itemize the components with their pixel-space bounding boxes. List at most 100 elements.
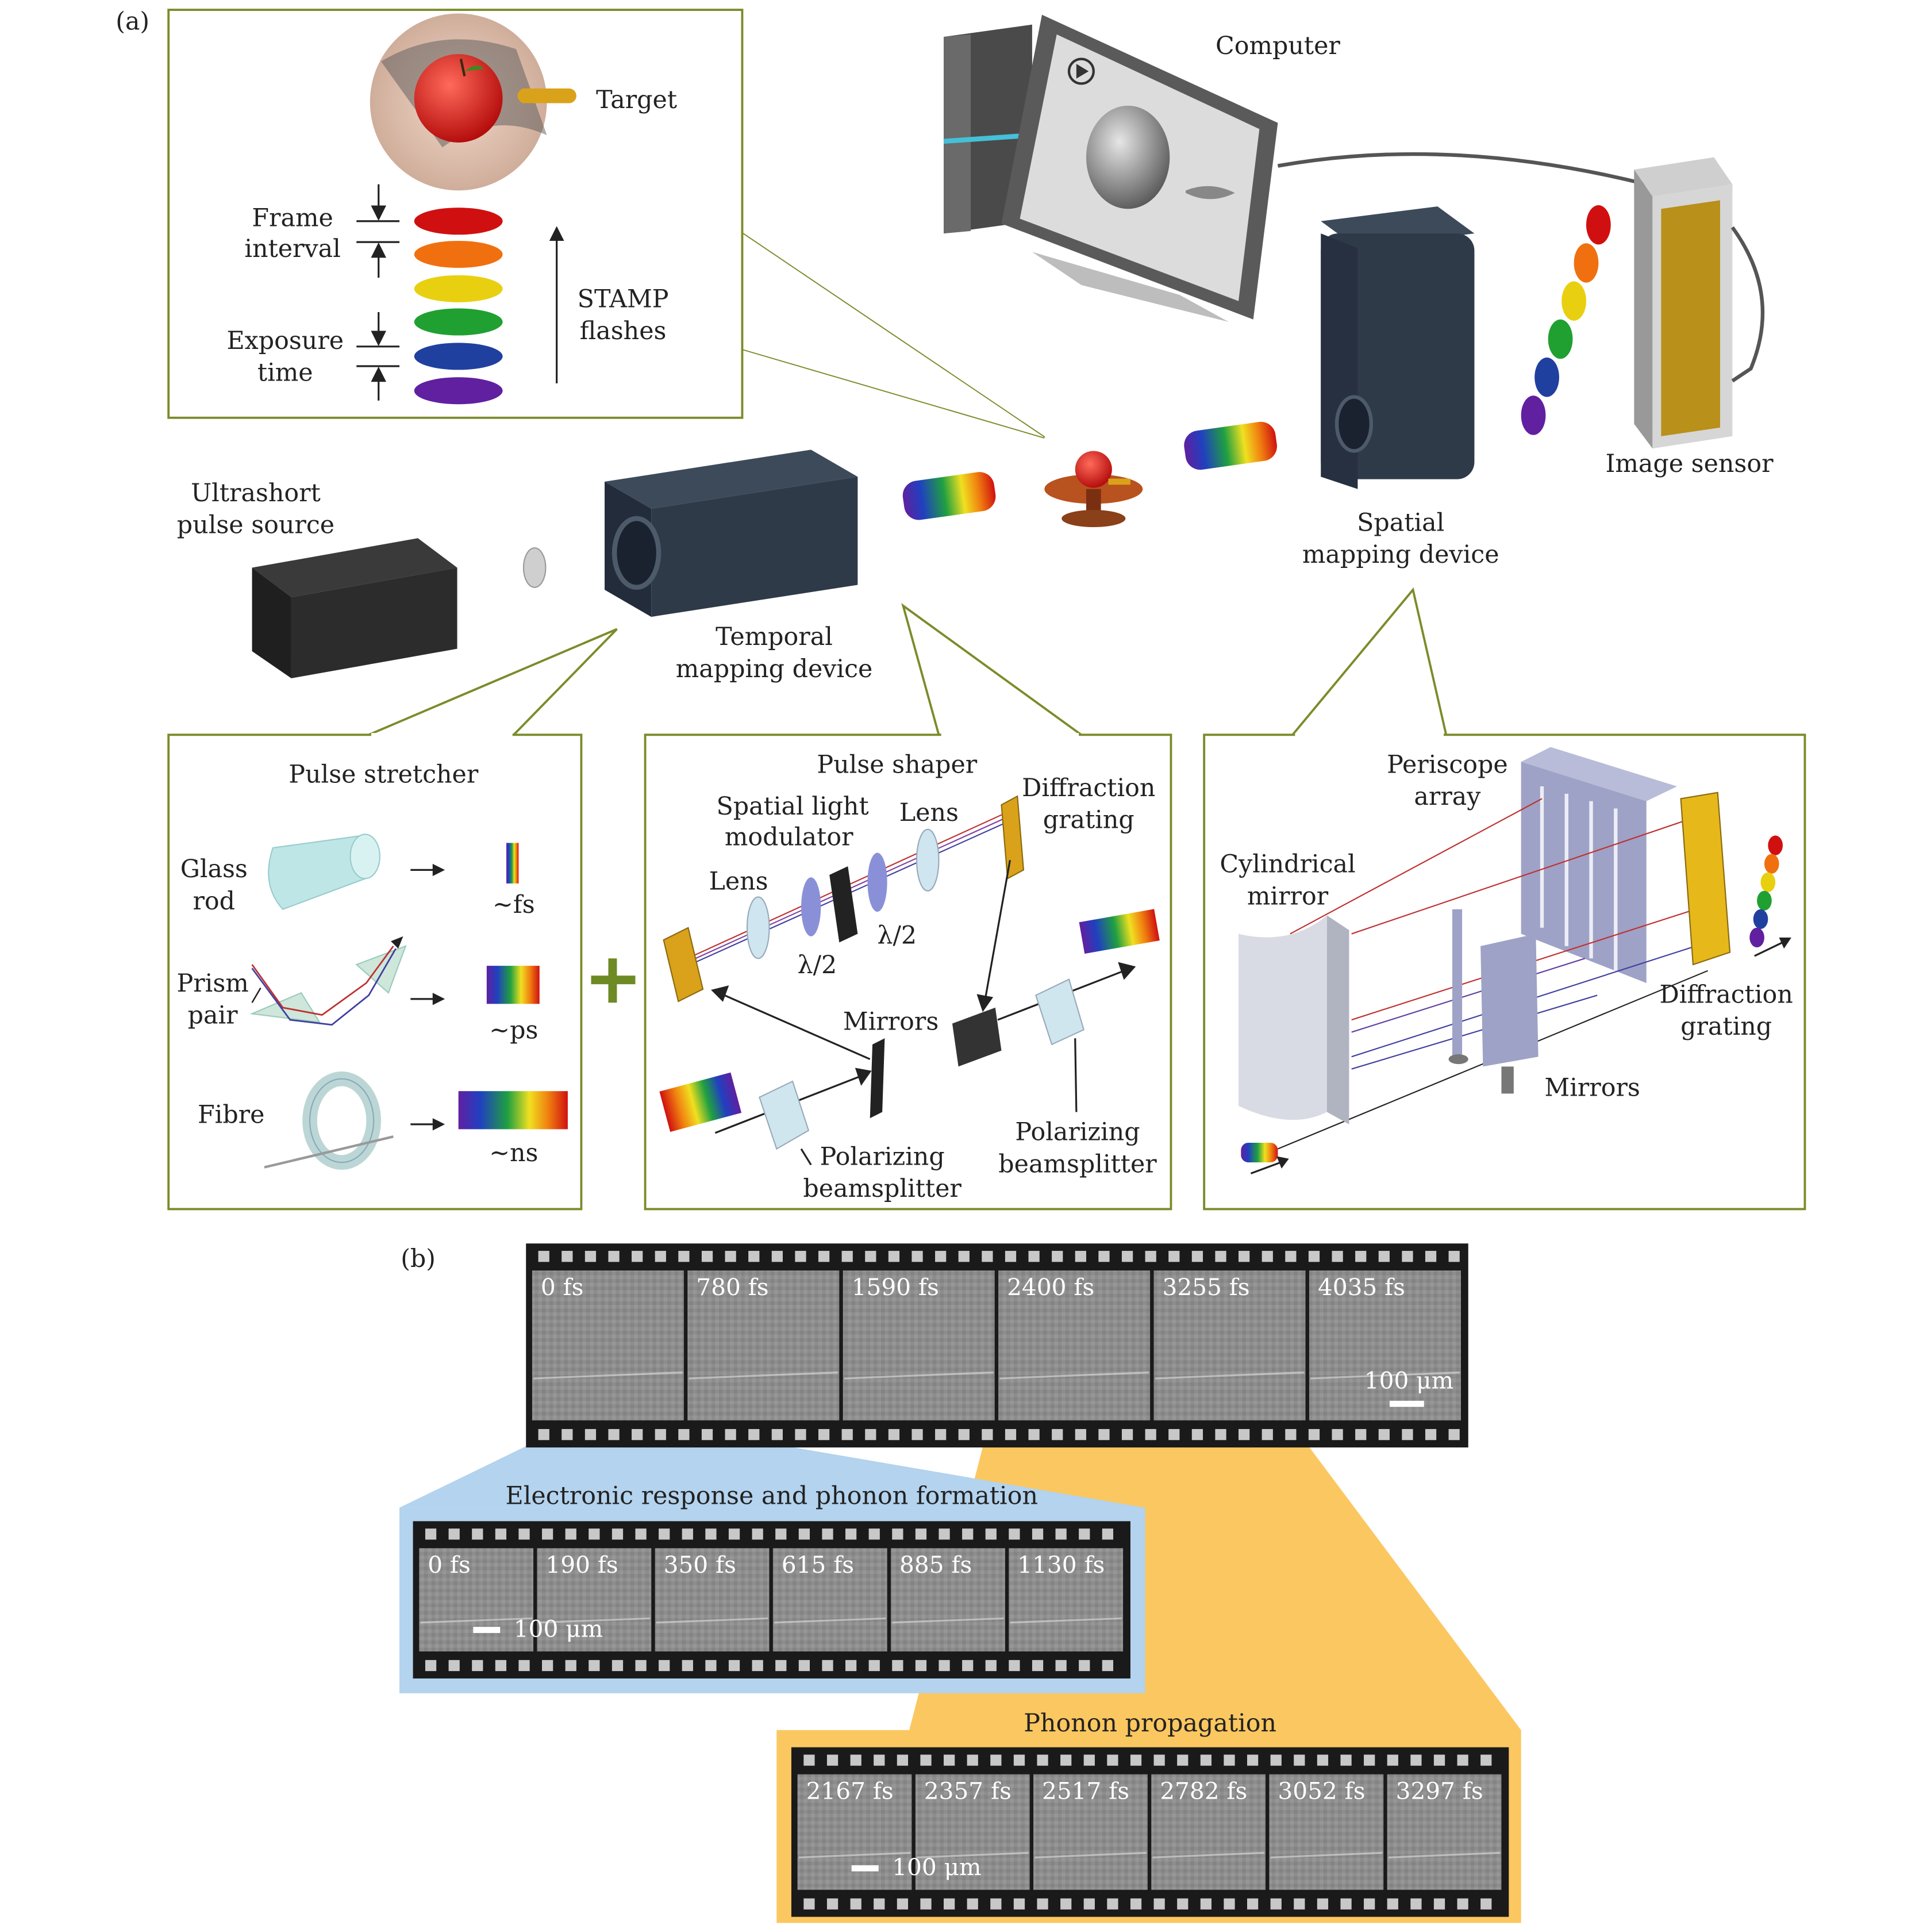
electronic-frame: 885 fs [891,1548,1005,1651]
sprocket-hole [518,1660,530,1672]
sprocket-hole [635,1660,647,1672]
shaper-grating-label-1: Diffraction [1022,774,1155,802]
sprocket-hole [1425,1429,1437,1441]
sprocket-hole [1032,1660,1044,1672]
prism-pair-illustration [249,936,407,1026]
sprocket-hole [1055,1660,1067,1672]
main-frame-label: 780 fs [696,1273,768,1301]
sprocket-hole [1308,1251,1320,1262]
electronic-frame: 190 fs [537,1548,652,1651]
sprocket-hole [939,1660,950,1672]
sprocket-hole [1294,1754,1305,1766]
sprocket-hole [1402,1251,1413,1262]
panel-b-label: (b) [401,1245,436,1273]
sprocket-hole [939,1528,950,1540]
phonon-frame-label: 2357 fs [924,1777,1012,1804]
sprocket-hole [850,1898,861,1910]
sprocket-hole [935,1251,947,1262]
sprocket-hole [701,1251,713,1262]
sprocket-hole [1364,1754,1375,1766]
sprocket-hole [538,1429,549,1441]
pulse-shaper-inset: Pulse shaper Spatial light modulator Len… [644,603,1172,1211]
electronic-frame: 1130 fs [1009,1548,1124,1651]
sprocket-hole [962,1528,974,1540]
sprocket-hole [1145,1429,1156,1441]
sprocket-hole [1224,1898,1235,1910]
sprocket-hole [682,1660,693,1672]
sprocket-hole [1037,1898,1048,1910]
sprocket-hole [1083,1754,1095,1766]
sprocket-hole [990,1898,1002,1910]
main-frame-label: 2400 fs [1007,1273,1094,1301]
pulse-source-label-2: pulse source [177,511,334,540]
sprocket-hole [874,1754,885,1766]
sprocket-hole [868,1660,880,1672]
sprocket-hole [944,1898,955,1910]
phonon-frame-label: 2517 fs [1042,1777,1129,1804]
sprocket-hole [1200,1754,1212,1766]
sprocket-hole [915,1528,927,1540]
sprocket-hole [841,1251,853,1262]
sprocket-hole [1448,1429,1460,1441]
sprocket-hole [1448,1251,1460,1262]
sprocket-hole [1340,1898,1352,1910]
sprocket-hole [985,1660,997,1672]
electronic-frame: 615 fs [772,1548,887,1651]
sprocket-hole [1270,1898,1282,1910]
sprocket-hole [1107,1754,1118,1766]
sprocket-hole [1177,1898,1189,1910]
sprocket-hole [748,1429,760,1441]
main-scale-bar: 100 μm [1364,1366,1453,1407]
sprocket-hole [1378,1251,1390,1262]
ns-label: ~ns [489,1139,538,1167]
sprocket-hole [1055,1528,1067,1540]
electronic-frame: 0 fs [419,1548,534,1651]
sprocket-hole [1168,1251,1180,1262]
sprocket-hole [589,1660,600,1672]
glass-rod-label-1: Glass [180,855,248,884]
sprocket-hole [1168,1429,1180,1441]
phonon-frame: 3052 fs [1269,1774,1384,1890]
phonon-frame: 3297 fs [1387,1774,1502,1890]
sensor-spectrum-dots [1521,205,1611,435]
stamp-flashes-label-1: STAMP [578,285,669,313]
sprocket-hole [944,1754,955,1766]
sprocket-hole [1402,1429,1413,1441]
sprocket-hole [1098,1251,1110,1262]
spatial-mirrors-icon [1448,909,1539,1094]
sprocket-hole [611,1528,624,1540]
sprocket-hole [845,1528,857,1540]
sprocket-hole [1433,1898,1445,1910]
half-wave-right-label: λ/2 [877,921,917,950]
sprocket-hole [865,1251,876,1262]
electronic-scale-label: 100 μm [514,1615,603,1642]
spatial-input-pulse [1241,1142,1278,1163]
sprocket-hole [897,1754,909,1766]
sprocket-hole [472,1528,483,1540]
sprocket-hole [1457,1754,1468,1766]
sprocket-hole [561,1251,573,1262]
sprocket-hole [542,1660,553,1672]
sprocket-hole [1060,1754,1072,1766]
sprocket-hole [892,1660,903,1672]
sprocket-hole [888,1251,900,1262]
sprocket-hole [1005,1251,1017,1262]
sprocket-hole [1200,1898,1212,1910]
shaper-mirror-upper-icon [870,1038,885,1119]
sprocket-hole [915,1660,927,1672]
temporal-mapping-label-2: mapping device [676,655,873,683]
sprocket-hole [538,1251,549,1262]
sprocket-hole [655,1429,666,1441]
sprocket-hole [725,1429,736,1441]
main-frame-label: 0 fs [541,1273,584,1301]
pbs-left-label-2: beamsplitter [803,1174,961,1203]
sprocket-hole [892,1528,903,1540]
sprocket-hole [1387,1898,1398,1910]
sprocket-hole [632,1251,643,1262]
spatial-mapping-inset: Periscope array Cylindrical mirror [1203,587,1806,1211]
prism-pair-label-1: Prism [176,969,248,998]
fs-label: ~fs [493,890,535,919]
sprocket-hole [911,1251,923,1262]
shaper-grating-label-2: grating [1043,806,1134,835]
sprocket-hole [1317,1754,1329,1766]
